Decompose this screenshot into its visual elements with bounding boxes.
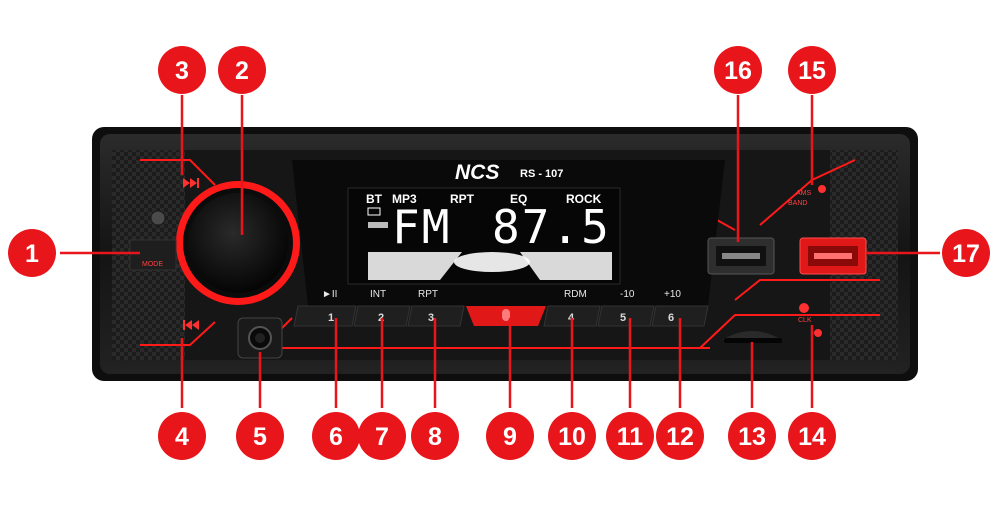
- prev-track-button[interactable]: [183, 320, 199, 330]
- callout-15: 15: [788, 46, 836, 94]
- svg-text:17: 17: [952, 240, 980, 268]
- callout-5: 5: [236, 412, 284, 460]
- battery-icon: [368, 222, 388, 228]
- preset-keys: ►II INT RPT RDM -10 +10 1 2 3 4 5: [293, 289, 709, 327]
- svg-text:9: 9: [503, 423, 517, 451]
- svg-text:3: 3: [428, 312, 434, 324]
- key-label-plus10: +10: [664, 289, 681, 300]
- callout-16: 16: [714, 46, 762, 94]
- svg-text:14: 14: [798, 423, 826, 451]
- mute-clock-button[interactable]: CLK: [798, 303, 822, 337]
- next-track-button[interactable]: [183, 178, 199, 188]
- svg-text:11: 11: [617, 423, 644, 451]
- frequency-readout: 87.5: [492, 200, 611, 254]
- callout-leaders: [60, 95, 940, 408]
- svg-text:1: 1: [328, 312, 334, 324]
- callout-12: 12: [656, 412, 704, 460]
- mode-button[interactable]: MODE: [129, 239, 177, 271]
- microphone-button[interactable]: [466, 306, 546, 326]
- callout-10: 10: [548, 412, 596, 460]
- callout-1: 1: [8, 229, 56, 277]
- callout-13: 13: [728, 412, 776, 460]
- phone-icon: [818, 185, 826, 193]
- key-label-play: ►II: [322, 289, 337, 300]
- usb-port-grey[interactable]: [707, 237, 775, 275]
- callout-4: 4: [158, 412, 206, 460]
- indicator-rock: ROCK: [566, 192, 602, 206]
- mute-icon: [799, 303, 809, 313]
- svg-text:6: 6: [329, 423, 343, 451]
- clk-label: CLK: [798, 317, 812, 324]
- indicator-mp3: MP3: [392, 192, 417, 206]
- band-label: BAND: [788, 200, 807, 207]
- callout-11: 11: [606, 412, 654, 460]
- svg-text:15: 15: [798, 57, 826, 85]
- key-label-minus10: -10: [620, 289, 635, 300]
- brand-logo: NCS: [455, 161, 499, 184]
- hangup-icon: [814, 329, 822, 337]
- spectrum-analyzer: [368, 252, 612, 280]
- band-button[interactable]: AMS BAND: [788, 185, 826, 207]
- svg-text:13: 13: [738, 423, 766, 451]
- svg-text:5: 5: [253, 423, 267, 451]
- ams-label: AMS: [796, 190, 812, 197]
- preset-key-1[interactable]: 1: [293, 305, 357, 327]
- preset-key-3[interactable]: 3: [407, 305, 465, 327]
- callouts: 1 2 3 4 5 6 7 8 9 10 11 12 13 14 15 16 1…: [8, 46, 990, 460]
- svg-text:7: 7: [375, 423, 389, 451]
- indicator-led: [150, 210, 166, 226]
- mode-label: MODE: [142, 261, 163, 268]
- key-label-rdm: RDM: [564, 289, 587, 300]
- key-label-rpt: RPT: [418, 289, 438, 300]
- svg-text:1: 1: [25, 240, 39, 268]
- svg-text:2: 2: [235, 57, 249, 85]
- callout-17: 17: [942, 229, 990, 277]
- model-name: RS - 107: [520, 168, 563, 180]
- volume-knob[interactable]: [176, 181, 300, 305]
- preset-key-5[interactable]: 5: [597, 305, 655, 327]
- svg-text:8: 8: [428, 423, 442, 451]
- svg-text:3: 3: [175, 57, 189, 85]
- svg-text:4: 4: [175, 423, 189, 451]
- band-readout: FM: [392, 200, 451, 254]
- callout-9: 9: [486, 412, 534, 460]
- microphone-icon: [502, 309, 510, 321]
- key-label-int: INT: [370, 289, 386, 300]
- callout-14: 14: [788, 412, 836, 460]
- svg-text:5: 5: [620, 312, 626, 324]
- svg-text:16: 16: [724, 57, 752, 85]
- indicator-eq: EQ: [510, 192, 527, 206]
- callout-3: 3: [158, 46, 206, 94]
- preset-key-6[interactable]: 6: [651, 305, 709, 327]
- aux-jack[interactable]: [237, 317, 283, 359]
- indicator-rpt: RPT: [450, 192, 475, 206]
- sd-icon: [367, 207, 381, 216]
- callout-2: 2: [218, 46, 266, 94]
- sd-card-slot[interactable]: [722, 331, 782, 343]
- callout-6: 6: [312, 412, 360, 460]
- svg-text:6: 6: [668, 312, 674, 324]
- svg-text:10: 10: [558, 423, 586, 451]
- indicator-bt: BT: [366, 192, 383, 206]
- callout-7: 7: [358, 412, 406, 460]
- callout-8: 8: [411, 412, 459, 460]
- usb-port-red[interactable]: [799, 237, 867, 275]
- svg-text:12: 12: [666, 423, 694, 451]
- lcd-display: BT MP3 RPT EQ ROCK FM 87.5: [347, 187, 621, 285]
